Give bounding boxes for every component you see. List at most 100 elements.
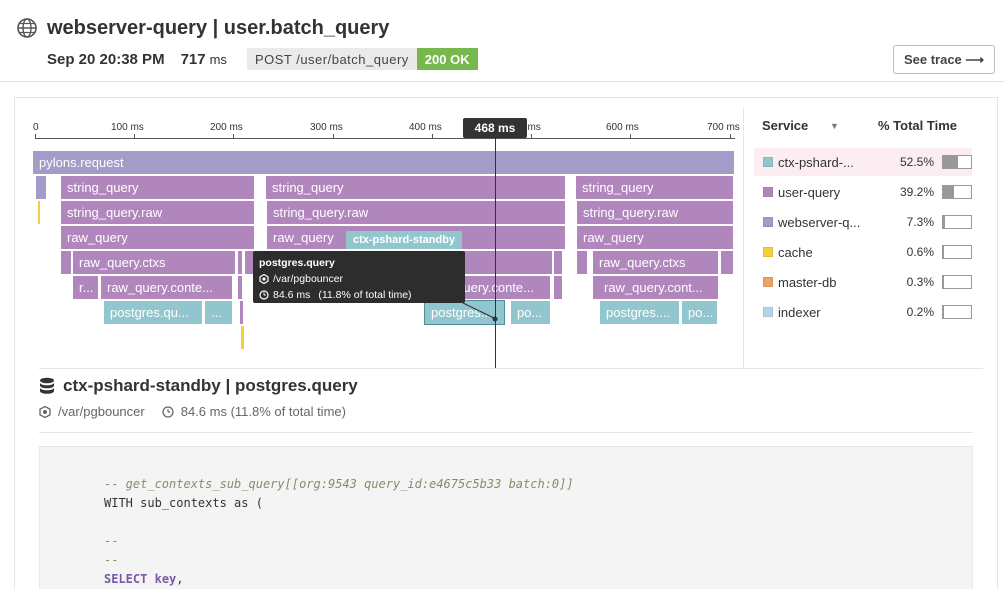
- service-pct: 39.2%: [899, 185, 934, 199]
- span-string-query[interactable]: string_query: [61, 176, 254, 199]
- code-line-blank: [104, 513, 972, 532]
- span-string-query-raw[interactable]: string_query.raw: [61, 201, 254, 224]
- span-cache-tiny[interactable]: [38, 201, 40, 224]
- tooltip-time-pct: (11.8% of total time): [318, 289, 412, 301]
- span-small[interactable]: [240, 301, 243, 324]
- status-badge: 200 OK: [416, 48, 478, 70]
- database-icon: [40, 377, 54, 394]
- pct-bar: [942, 185, 972, 199]
- span-pylons-request[interactable]: pylons.request: [33, 151, 734, 174]
- tick-label: 600 ms: [606, 122, 639, 133]
- pct-bar: [942, 275, 972, 289]
- page-title: webserver-query | user.batch_query: [47, 17, 390, 39]
- span-raw-query-contexts[interactable]: raw_query.cont...: [598, 276, 718, 299]
- span-raw-query[interactable]: raw_query: [61, 226, 254, 249]
- tick-label: 700 ms: [707, 122, 740, 133]
- span-small[interactable]: [593, 276, 601, 299]
- request-method-path: POST /user/batch_query: [246, 48, 417, 70]
- span-raw-query-ctxs[interactable]: raw_query.ctxs: [593, 251, 718, 274]
- tick-mark: [630, 134, 631, 139]
- tooltip-time: 84.6 ms: [273, 289, 311, 301]
- span-postgres-query[interactable]: postgres....: [600, 301, 679, 324]
- sort-arrow-icon[interactable]: ▼: [830, 121, 839, 131]
- divider: [39, 432, 973, 433]
- tooltip-resource-row: /var/pgbouncer: [259, 271, 459, 287]
- duration-unit: ms: [209, 51, 227, 67]
- span-raw-query-ctxs-small[interactable]: [61, 251, 71, 274]
- duration-value: 717: [180, 50, 206, 68]
- tick-label: 0: [33, 122, 39, 133]
- span-postgres-query[interactable]: ...: [205, 301, 232, 324]
- time-axis: [35, 138, 735, 139]
- service-pct: 0.3%: [906, 275, 934, 289]
- service-pct: 0.2%: [906, 305, 934, 319]
- tick-mark: [233, 134, 234, 139]
- span-small[interactable]: [238, 276, 242, 299]
- legend-row[interactable]: webserver-q...7.3%: [754, 208, 972, 236]
- service-color-swatch: [763, 277, 773, 287]
- tick-label: 200 ms: [210, 122, 243, 133]
- service-color-swatch: [763, 247, 773, 257]
- pct-bar: [942, 155, 972, 169]
- span-raw-query-small[interactable]: r...: [73, 276, 98, 299]
- sql-keyword: SELECT: [104, 572, 148, 586]
- tick-mark: [531, 134, 532, 139]
- span-string-query[interactable]: string_query: [266, 176, 565, 199]
- tick-mark: [134, 134, 135, 139]
- detail-subtitle: /var/pgbouncer 84.6 ms (11.8% of total t…: [39, 404, 346, 419]
- service-color-swatch: [763, 157, 773, 167]
- legend-col-pct[interactable]: % Total Time: [878, 118, 957, 133]
- see-trace-button[interactable]: See trace ⟶: [893, 45, 995, 74]
- tooltip-title: postgres.query: [259, 257, 335, 269]
- span-postgres-query[interactable]: postgres.qu...: [104, 301, 202, 324]
- trace-panel: 0 100 ms 200 ms 300 ms 400 ms 500 ms 600…: [14, 97, 998, 589]
- span-small[interactable]: [721, 251, 733, 274]
- legend-row[interactable]: ctx-pshard-...52.5%: [754, 148, 972, 176]
- legend-col-service[interactable]: Service: [762, 118, 809, 133]
- time-cursor-line: [495, 136, 496, 368]
- pct-bar: [942, 305, 972, 319]
- span-raw-query-contexts[interactable]: raw_query.conte...: [101, 276, 232, 299]
- tick-label: 300 ms: [310, 122, 343, 133]
- globe-icon: [17, 18, 37, 38]
- tick-label: 100 ms: [111, 122, 144, 133]
- span-small[interactable]: [577, 251, 587, 274]
- trace-header: webserver-query | user.batch_query Sep 2…: [0, 0, 1004, 82]
- pct-bar-fill: [943, 246, 944, 258]
- pct-bar: [942, 245, 972, 259]
- hexagon-icon: [39, 405, 51, 418]
- span-string-query-raw[interactable]: string_query.raw: [577, 201, 733, 224]
- code-text: ,: [176, 572, 184, 586]
- trace-date: Sep 20 20:38 PM: [47, 50, 165, 68]
- span-small[interactable]: [36, 176, 46, 199]
- span-cache-tiny[interactable]: [241, 326, 244, 349]
- tick-mark: [35, 134, 36, 139]
- span-postgres-query[interactable]: po...: [682, 301, 717, 324]
- span-raw-query[interactable]: raw_query: [577, 226, 733, 249]
- span-tooltip: postgres.query /var/pgbouncer 84.6 ms (1…: [253, 251, 465, 303]
- tick-mark: [730, 134, 731, 139]
- hover-service-label: ctx-pshard-standby: [346, 231, 463, 249]
- span-small[interactable]: [554, 276, 562, 299]
- span-raw-query-ctxs[interactable]: raw_query.ctxs: [73, 251, 235, 274]
- span-string-query-raw[interactable]: string_query.raw: [267, 201, 565, 224]
- legend-header: Service ▼ % Total Time: [762, 118, 992, 133]
- span-small[interactable]: [245, 251, 254, 274]
- span-small[interactable]: [238, 251, 242, 274]
- span-postgres-query-selected[interactable]: postgres...: [424, 300, 505, 325]
- pct-bar-fill: [943, 216, 945, 228]
- service-pct: 52.5%: [899, 155, 934, 169]
- span-postgres-query[interactable]: po...: [511, 301, 550, 324]
- span-string-query[interactable]: string_query: [576, 176, 733, 199]
- detail-title-row: ctx-pshard-standby | postgres.query: [39, 376, 358, 396]
- detail-resource: /var/pgbouncer: [58, 404, 145, 419]
- span-small[interactable]: [554, 251, 562, 274]
- detail-time: 84.6 ms (11.8% of total time): [180, 404, 346, 419]
- clock-icon: [259, 290, 269, 300]
- code-line: --: [104, 553, 119, 567]
- service-name: cache: [778, 244, 813, 260]
